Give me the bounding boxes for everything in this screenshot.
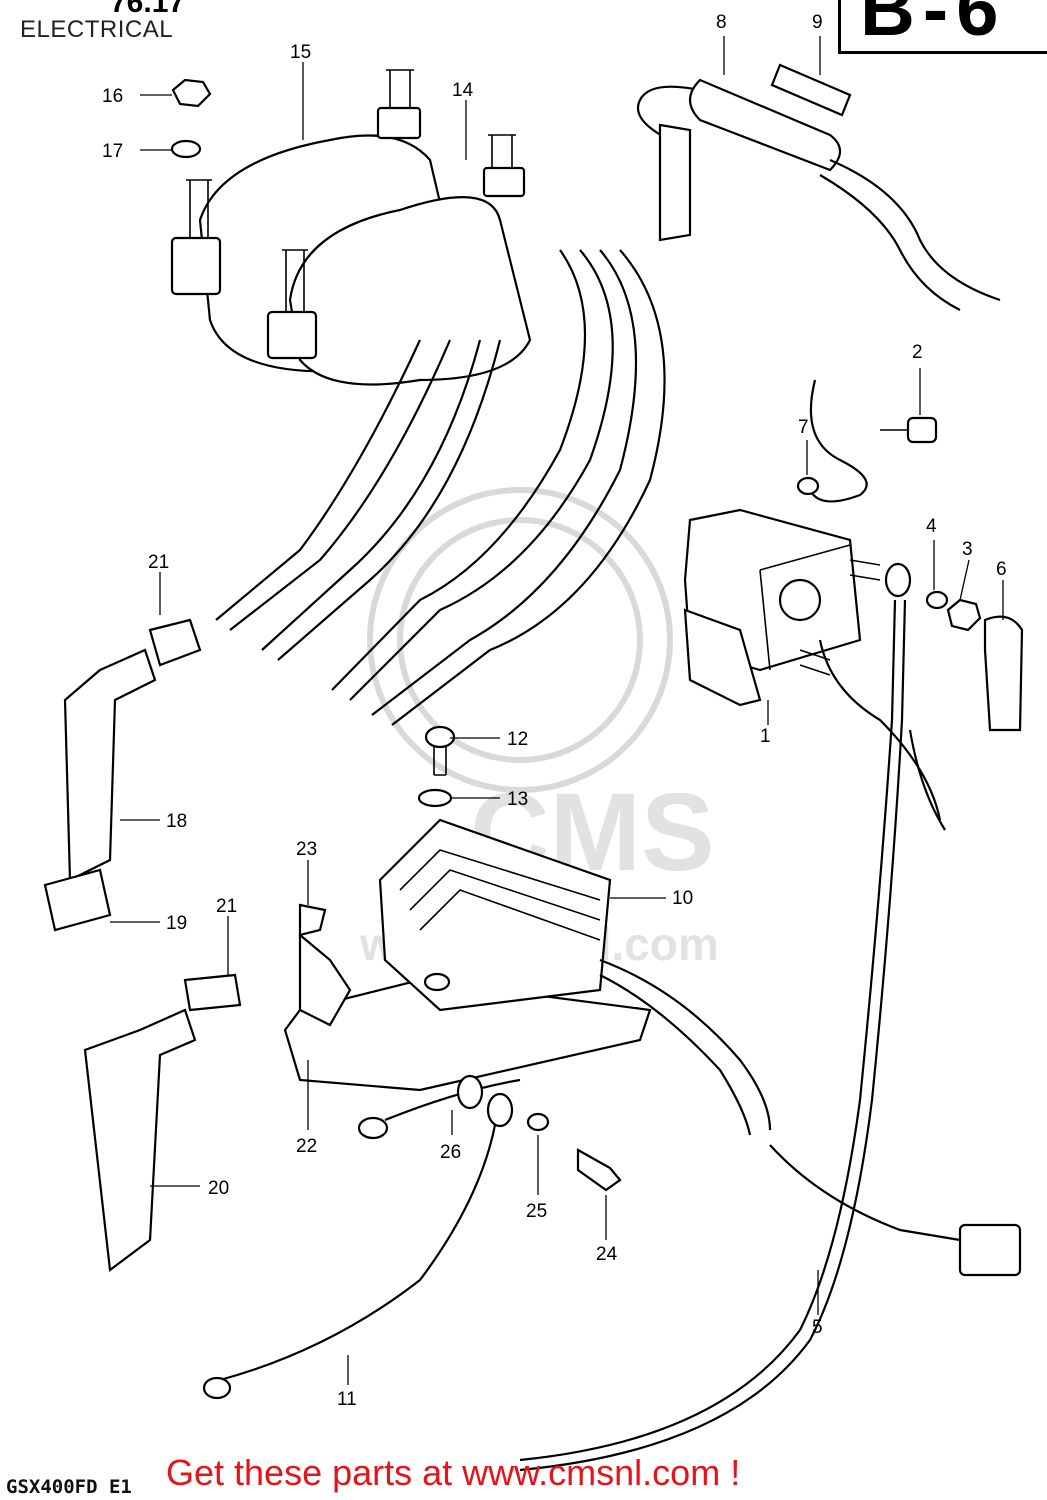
callout-11: 11 <box>337 1389 357 1410</box>
callout-24: 24 <box>596 1244 618 1265</box>
callout-16: 16 <box>102 86 123 107</box>
spark-plug-caps <box>43 618 242 1273</box>
callout-22: 22 <box>296 1136 317 1157</box>
callout-3: 3 <box>962 539 973 560</box>
callout-5: 5 <box>812 1317 823 1338</box>
ground-leads <box>202 1074 622 1400</box>
parts-banner-link[interactable]: Get these parts at www.cmsnl.com ! <box>166 1452 741 1493</box>
callout-9: 9 <box>812 12 823 33</box>
relay-hardware <box>796 416 1024 732</box>
high-tension-leads <box>215 249 666 726</box>
callout-8: 8 <box>716 12 727 33</box>
model-code: GSX400FD E1 <box>6 1476 132 1498</box>
figure-number: 76.17 <box>110 0 186 19</box>
page-title: ELECTRICAL <box>20 16 174 43</box>
callout-4: 4 <box>926 516 937 537</box>
callout-14: 14 <box>452 80 474 101</box>
callout-1: 1 <box>760 726 771 747</box>
callout-26: 26 <box>440 1142 461 1163</box>
nut-washer <box>170 78 212 159</box>
callout-25: 25 <box>526 1201 547 1222</box>
battery-cable <box>519 562 946 1472</box>
ignition-coil-assembly <box>170 69 532 386</box>
regulator-rectifier <box>283 818 1022 1277</box>
section-code: B-6 <box>860 0 1007 52</box>
callout-19: 19 <box>166 913 187 934</box>
callout-labels: 1 2 3 4 5 6 7 8 9 10 11 12 13 14 15 16 1… <box>102 12 1007 1410</box>
fuse-holder <box>637 63 1001 311</box>
callout-7: 7 <box>798 417 809 438</box>
callout-18: 18 <box>166 811 187 832</box>
callout-10: 10 <box>672 888 693 909</box>
callout-13: 13 <box>507 789 528 810</box>
callout-6: 6 <box>996 559 1007 580</box>
callout-17: 17 <box>102 141 123 162</box>
section-frame <box>838 0 1047 54</box>
callout-21-upper: 21 <box>148 552 169 573</box>
callout-23: 23 <box>296 839 317 860</box>
callout-2: 2 <box>912 342 923 363</box>
callout-21-lower: 21 <box>216 896 237 917</box>
callout-15: 15 <box>290 42 311 63</box>
regulator-fasteners <box>417 725 456 808</box>
callout-leaders <box>110 36 1004 1385</box>
callout-20: 20 <box>208 1178 229 1199</box>
starter-relay <box>683 379 942 821</box>
callout-12: 12 <box>507 729 528 750</box>
